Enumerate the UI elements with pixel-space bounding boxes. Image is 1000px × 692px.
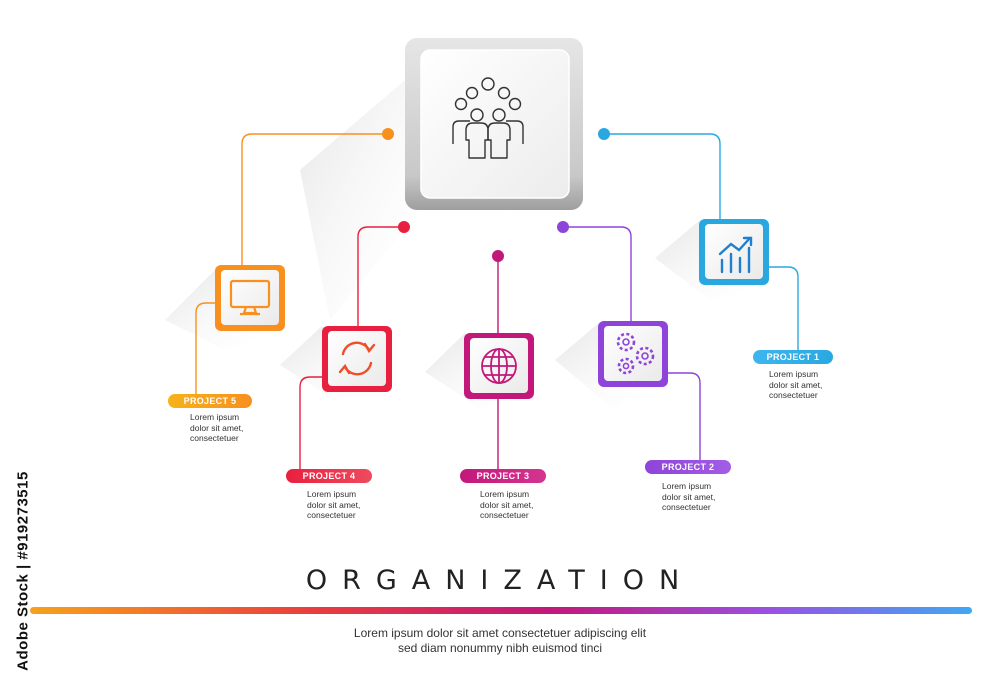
monitor-icon bbox=[229, 279, 271, 316]
box-p4[interactable] bbox=[322, 326, 392, 392]
label-project-1: PROJECT 1 bbox=[753, 350, 833, 364]
footer-line: sed diam nonummy nibh euismod tinci bbox=[397, 641, 603, 655]
box-p1[interactable] bbox=[699, 219, 769, 285]
desc-line: dolor sit amet, bbox=[769, 379, 823, 390]
desc-line: dolor sit amet, bbox=[190, 422, 244, 433]
connector-p4-label bbox=[299, 376, 322, 475]
footer-text: Lorem ipsum dolor sit amet consectetuer … bbox=[0, 626, 1000, 656]
footer-line: Lorem ipsum dolor sit amet consectetuer … bbox=[353, 626, 647, 640]
center-box bbox=[405, 38, 583, 210]
node-p4 bbox=[398, 221, 410, 233]
label-project-2: PROJECT 2 bbox=[645, 460, 731, 474]
connector-p1 bbox=[604, 133, 721, 222]
box-p2[interactable] bbox=[598, 321, 668, 387]
bar-chart-icon bbox=[718, 236, 753, 274]
desc-line: dolor sit amet, bbox=[662, 491, 716, 502]
desc-line: Lorem ipsum bbox=[480, 489, 530, 499]
box-p3[interactable] bbox=[464, 333, 534, 399]
connector-p1-label bbox=[768, 266, 799, 356]
desc-line: consectetuer bbox=[307, 510, 356, 520]
people-group-icon bbox=[452, 77, 524, 159]
node-p2 bbox=[557, 221, 569, 233]
center-shadow bbox=[300, 80, 420, 320]
stock-watermark: Adobe Stock | #919273515 bbox=[13, 458, 33, 683]
desc-line: dolor sit amet, bbox=[480, 499, 534, 510]
box-p5[interactable] bbox=[215, 265, 285, 331]
desc-line: Lorem ipsum bbox=[307, 489, 357, 499]
globe-icon bbox=[481, 348, 517, 384]
diagram-title: ORGANIZATION bbox=[305, 565, 695, 596]
desc-project-2: Lorem ipsum dolor sit amet, consectetuer bbox=[662, 481, 752, 513]
gradient-bar bbox=[30, 607, 972, 614]
node-p5 bbox=[382, 128, 394, 140]
label-project-3: PROJECT 3 bbox=[460, 469, 546, 483]
connector-p4 bbox=[357, 226, 404, 327]
connector-p5-label bbox=[195, 302, 216, 400]
watermark-text: Adobe Stock | #919273515 bbox=[14, 470, 32, 671]
desc-project-5: Lorem ipsum dolor sit amet, consectetuer bbox=[190, 412, 280, 444]
desc-project-1: Lorem ipsum dolor sit amet, consectetuer bbox=[769, 369, 859, 401]
node-p3 bbox=[492, 250, 504, 262]
node-p1 bbox=[598, 128, 610, 140]
desc-line: consectetuer bbox=[662, 502, 711, 512]
desc-project-3: Lorem ipsum dolor sit amet, consectetuer bbox=[480, 489, 570, 521]
connector-p2 bbox=[563, 226, 632, 323]
connector-p2-label bbox=[668, 372, 701, 466]
desc-project-4: Lorem ipsum dolor sit amet, consectetuer bbox=[307, 489, 397, 521]
desc-line: consectetuer bbox=[480, 510, 529, 520]
refresh-icon bbox=[338, 341, 376, 376]
desc-line: Lorem ipsum bbox=[662, 481, 712, 491]
desc-line: consectetuer bbox=[190, 433, 239, 443]
desc-line: dolor sit amet, bbox=[307, 499, 361, 510]
desc-line: Lorem ipsum bbox=[769, 369, 819, 379]
label-project-5: PROJECT 5 bbox=[168, 394, 252, 408]
desc-line: Lorem ipsum bbox=[190, 412, 240, 422]
label-project-4: PROJECT 4 bbox=[286, 469, 372, 483]
gears-icon bbox=[616, 332, 655, 375]
connector-p5 bbox=[241, 133, 388, 266]
desc-line: consectetuer bbox=[769, 390, 818, 400]
